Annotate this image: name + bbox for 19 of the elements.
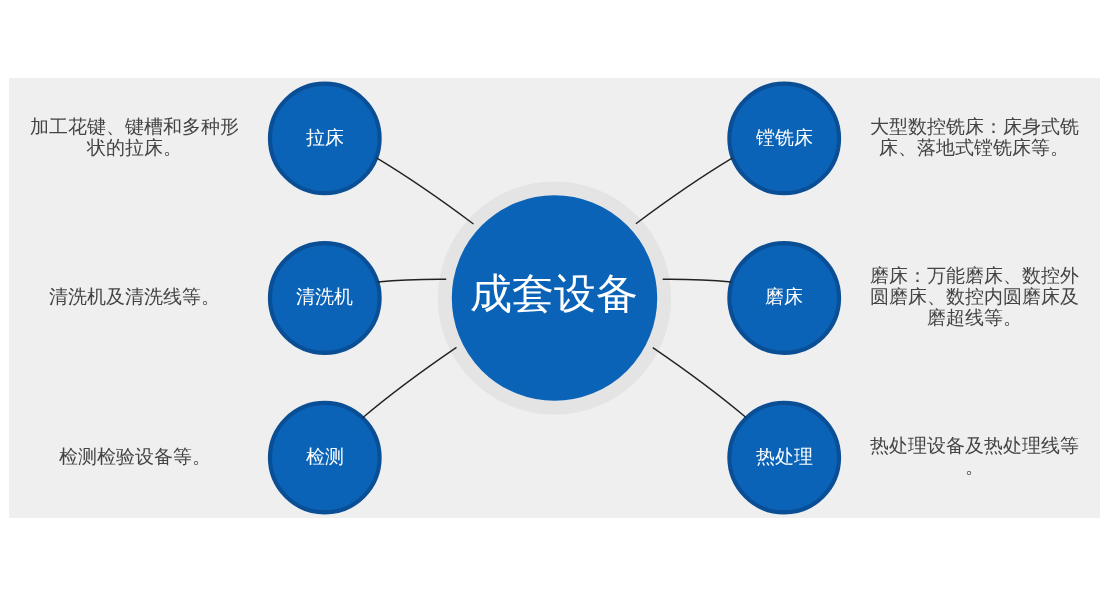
node-label: 大型数控铣床：床身式铣床、落地式镗铣床等。 bbox=[869, 114, 1079, 159]
node-circle: 清洗机 bbox=[267, 240, 382, 355]
connector bbox=[376, 278, 447, 283]
node-label: 热处理设备及热处理线等。 bbox=[869, 433, 1079, 478]
node-label: 磨床：万能磨床、数控外圆磨床、数控内圆磨床及磨超线等。 bbox=[869, 263, 1079, 329]
node-label: 检测检验设备等。 bbox=[58, 444, 211, 468]
node-circle: 热处理 bbox=[727, 400, 842, 515]
node-circle: 检测 bbox=[267, 400, 382, 515]
node-label: 清洗机及清洗线等。 bbox=[49, 284, 221, 308]
connector bbox=[375, 156, 475, 225]
node-circle: 成套设备 bbox=[437, 180, 672, 415]
node-circle: 磨床 bbox=[727, 240, 842, 355]
connector bbox=[635, 156, 734, 224]
connector bbox=[361, 346, 458, 418]
connector bbox=[662, 278, 733, 283]
node-label: 加工花键、键槽和多种形状的拉床。 bbox=[30, 114, 240, 159]
node-circle: 拉床 bbox=[267, 80, 382, 195]
connector bbox=[652, 346, 747, 418]
node-circle: 镗铣床 bbox=[727, 80, 842, 195]
